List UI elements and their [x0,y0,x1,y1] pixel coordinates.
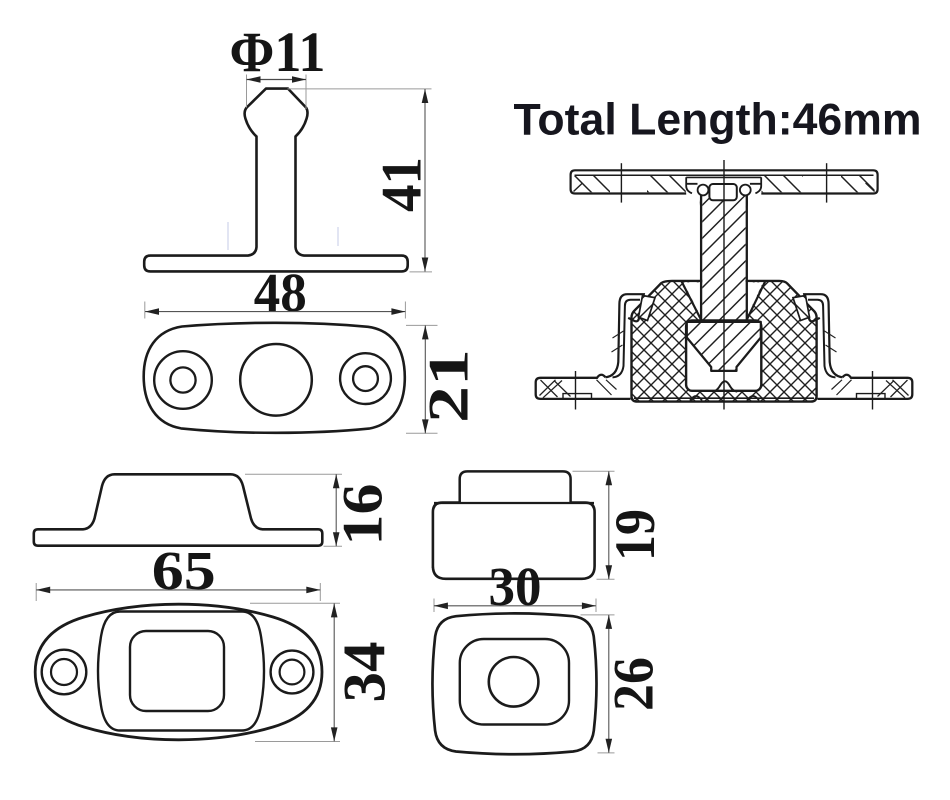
svg-text:34: 34 [332,642,398,703]
svg-text:65: 65 [152,540,216,601]
svg-text:41: 41 [371,157,434,212]
svg-text:19: 19 [604,509,667,561]
svg-text:16: 16 [332,484,395,546]
svg-text:30: 30 [489,556,542,617]
svg-text:21: 21 [418,349,481,423]
svg-text:Φ11: Φ11 [230,21,326,84]
svg-text:48: 48 [254,262,307,323]
svg-text:26: 26 [603,657,666,711]
svg-text:Total Length:46mm: Total Length:46mm [514,96,922,145]
